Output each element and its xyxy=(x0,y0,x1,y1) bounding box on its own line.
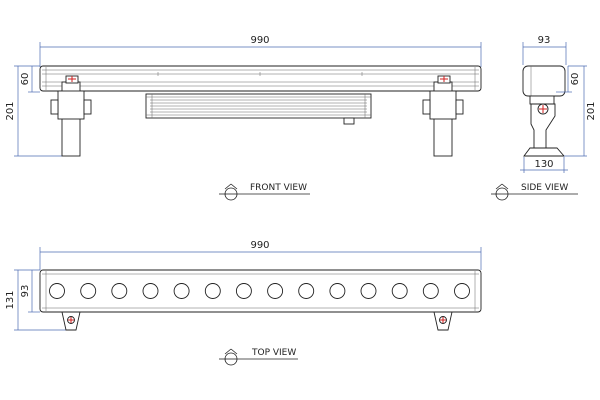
top-left-foot xyxy=(61,311,81,331)
top-height-inner-label: 93 xyxy=(20,285,31,298)
top-width-label: 990 xyxy=(250,240,269,251)
top-view: 990 131 93 xyxy=(5,240,482,366)
front-height-inner-label: 60 xyxy=(20,73,31,86)
side-width-top-label: 93 xyxy=(538,35,551,46)
top-lens xyxy=(173,283,190,299)
front-view-title: FRONT VIEW xyxy=(250,183,307,193)
front-bar-housing xyxy=(39,65,482,92)
top-right-foot xyxy=(433,311,453,331)
top-lens xyxy=(298,283,315,299)
top-lens xyxy=(80,283,97,299)
top-lens xyxy=(454,283,470,299)
side-base xyxy=(523,147,565,157)
front-left-bracket xyxy=(50,75,92,157)
top-height-outer-label: 131 xyxy=(5,290,16,309)
top-lens xyxy=(204,283,221,299)
side-view: 93 60 201 130 xyxy=(491,35,597,201)
top-lens xyxy=(49,283,65,299)
top-view-marker xyxy=(219,348,298,366)
top-lens xyxy=(391,283,408,299)
top-lens-array xyxy=(49,283,470,299)
top-lens xyxy=(142,283,159,299)
front-view-marker xyxy=(219,183,310,201)
side-width-bottom-label: 130 xyxy=(534,159,553,170)
top-lens xyxy=(329,283,346,299)
top-view-title: TOP VIEW xyxy=(251,348,296,358)
front-cable-gland xyxy=(343,117,355,125)
front-right-bracket xyxy=(422,75,464,157)
front-left-knob xyxy=(50,99,59,115)
top-lens xyxy=(267,283,284,299)
front-width-label: 990 xyxy=(250,35,269,46)
front-right-knob xyxy=(455,99,464,115)
top-lens xyxy=(111,283,128,299)
front-height-outer-label: 201 xyxy=(5,101,16,120)
side-height-outer-label: 201 xyxy=(586,101,597,120)
top-lens xyxy=(235,283,252,299)
side-housing xyxy=(522,65,566,97)
side-view-title: SIDE VIEW xyxy=(521,183,568,193)
front-view: 990 201 60 xyxy=(5,35,482,201)
top-lens xyxy=(422,283,439,299)
side-view-marker xyxy=(491,183,578,201)
side-height-inner-label: 60 xyxy=(570,73,581,86)
top-lens xyxy=(360,283,377,299)
top-bar-housing xyxy=(39,269,482,313)
